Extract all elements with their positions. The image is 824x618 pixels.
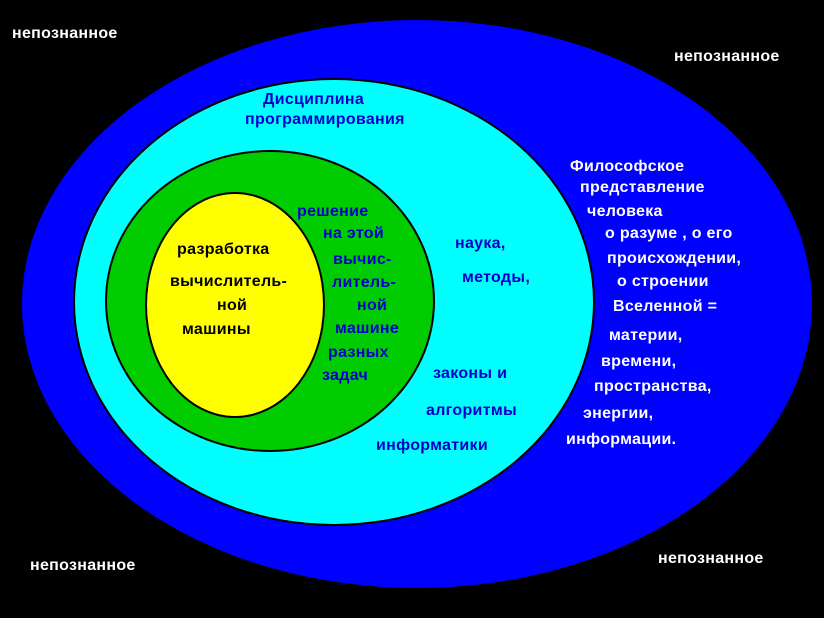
- middle-title-line-1: Дисциплина: [263, 91, 365, 108]
- middle-line-2: методы,: [462, 269, 531, 286]
- outer-line-2: представление: [580, 179, 705, 196]
- core-line-1: разработка: [177, 241, 270, 258]
- outer-line-4: о разуме , о его: [605, 225, 733, 242]
- outer-line-5: происхождении,: [607, 250, 742, 267]
- outer-line-12: информации.: [566, 431, 677, 448]
- middle-line-5: информатики: [376, 437, 488, 454]
- middle-title-line-2: программирования: [245, 111, 405, 128]
- core-line-2: вычислитель-: [170, 273, 288, 290]
- outer-line-3: человека: [587, 203, 663, 220]
- outer-line-8: материи,: [609, 327, 683, 344]
- outer-line-6: о строении: [617, 273, 709, 290]
- inner-line-8: задач: [322, 367, 369, 384]
- outer-line-1: Философское: [570, 158, 685, 175]
- corner-label-bottom-right: непознанное: [658, 550, 764, 567]
- core-line-4: машины: [182, 321, 251, 338]
- core-ellipse-machine-development: [145, 192, 325, 418]
- outer-line-9: времени,: [601, 353, 677, 370]
- inner-line-4: литель-: [332, 274, 397, 291]
- inner-line-7: разных: [328, 344, 389, 361]
- inner-line-6: машине: [335, 320, 400, 337]
- corner-label-top-right: непознанное: [674, 48, 780, 65]
- outer-line-10: пространства,: [594, 378, 712, 395]
- core-line-3: ной: [217, 297, 248, 314]
- corner-label-bottom-left: непознанное: [30, 557, 136, 574]
- middle-line-4: алгоритмы: [426, 402, 517, 419]
- middle-line-1: наука,: [455, 235, 506, 252]
- outer-line-7: Вселенной =: [613, 298, 718, 315]
- inner-line-5: ной: [357, 297, 388, 314]
- inner-line-1: решение: [297, 203, 369, 220]
- middle-line-3: законы и: [433, 365, 508, 382]
- inner-line-2: на этой: [323, 225, 384, 242]
- inner-line-3: вычис-: [333, 251, 392, 268]
- outer-line-11: энергии,: [583, 405, 654, 422]
- corner-label-top-left: непознанное: [12, 25, 118, 42]
